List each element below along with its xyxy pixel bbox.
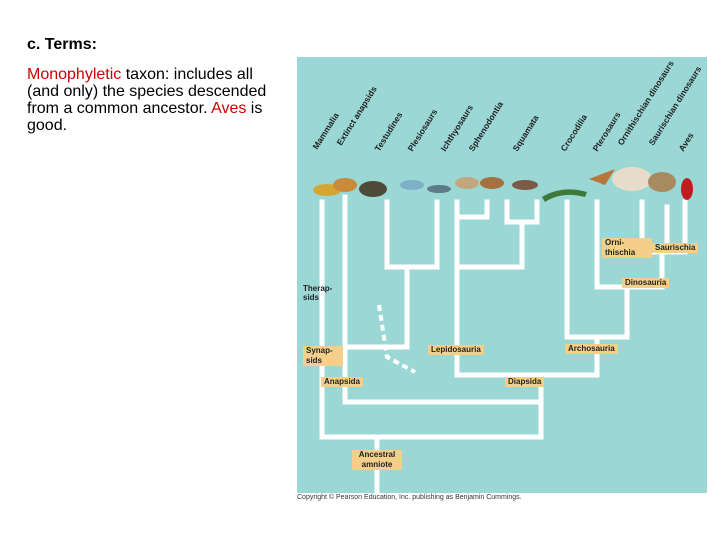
label-ancestral-amniote: Ancestral amniote	[352, 450, 402, 470]
definition-paragraph: Monophyletic taxon: includes all (and on…	[27, 66, 289, 134]
term-monophyletic: Monophyletic	[27, 66, 121, 83]
organism-illustrations	[313, 167, 693, 202]
label-dinosauria: Dinosauria	[622, 278, 669, 288]
term-aves: Aves	[211, 100, 246, 117]
label-lepidosauria: Lepidosauria	[428, 345, 484, 355]
heading: c. Terms:	[27, 36, 97, 54]
copyright-caption: Copyright © Pearson Education, Inc. publ…	[297, 494, 522, 501]
phylogenetic-tree	[297, 57, 707, 493]
phylogeny-figure: Mammalia Extinct anapsids Testudines Ple…	[297, 57, 707, 493]
label-synapsids: Synap-sids	[303, 346, 343, 366]
label-anapsida: Anapsida	[321, 377, 363, 387]
label-therapsids: Therap-sids	[303, 284, 343, 302]
label-diapsida: Diapsida	[505, 377, 544, 387]
label-archosauria: Archosauria	[565, 344, 618, 354]
label-ornithischia: Orni-thischia	[602, 238, 652, 258]
label-saurischia: Saurischia	[652, 243, 698, 253]
